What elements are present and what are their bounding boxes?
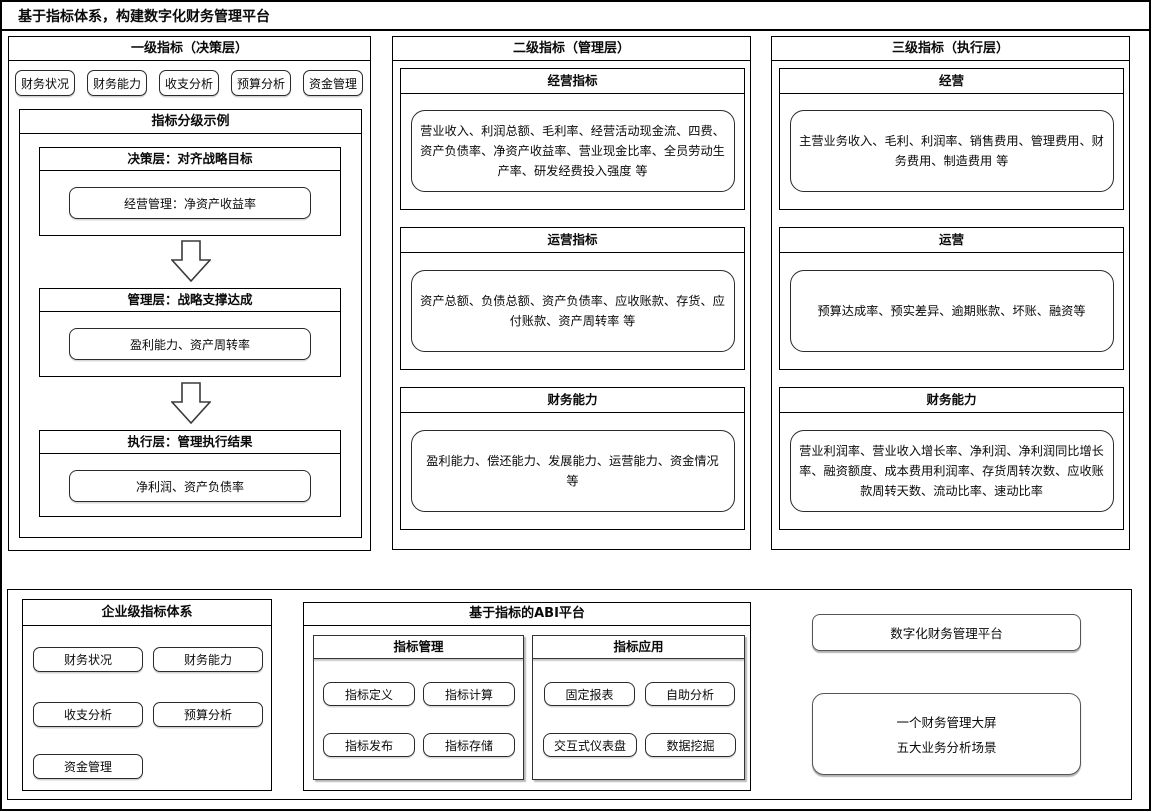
platform-summary-node: 一个财务管理大屏 五大业务分析场景 [812,693,1081,775]
bottom-band: 企业级指标体系 财务状况 财务能力 收支分析 预算分析 资金管理 基于指标的AB… [7,589,1132,800]
node-indicator-storage: 指标存储 [423,733,515,757]
page-title-text: 基于指标体系，构建数字化财务管理平台 [18,8,270,25]
indicator-list: 营业利润率、营业收入增长率、净利润、净利润同比增长率、融资额度、成本费用利润率、… [789,429,1114,512]
digital-finance-platform-label: 数字化财务管理平台 [890,626,1003,641]
level3-panel: 三级指标（执行层） 经营 主营业务收入、毛利、利润率、销售费用、管理费用、财务费… [771,36,1130,550]
digital-finance-platform-node: 数字化财务管理平台 [812,614,1081,651]
section-body: 盈利能力、偿还能力、发展能力、运营能力、资金情况 等 [401,412,744,529]
execution-layer-stage: 执行层：管理执行结果 净利润、资产负债率 [39,430,341,517]
indicator-list: 主营业务收入、毛利、利润率、销售费用、管理费用、财务费用、制造费用 等 [789,110,1114,192]
management-layer-stage-item: 盈利能力、资产周转率 [69,328,311,360]
node-fixed-report: 固定报表 [544,682,635,706]
section-body: 营业利润率、营业收入增长率、净利润、净利润同比增长率、融资额度、成本费用利润率、… [780,412,1123,529]
abi-platform-panel: 基于指标的ABI平台 指标管理 指标定义 指标计算 指标发布 指标存储 指标应用… [303,602,751,791]
chip-fund-management: 资金管理 [302,70,363,96]
down-arrow-icon [170,382,211,424]
indicator-grading-example-box: 指标分级示例 决策层：对齐战略目标 经营管理：净资产收益率 管理层：战略支撑达成… [19,109,362,538]
level1-panel-title: 一级指标（决策层） [9,37,370,61]
summary-line-1: 一个财务管理大屏 [896,715,997,730]
level3-panel-title: 三级指标（执行层） [772,37,1129,61]
section-header: 运营 [780,228,1123,253]
indicator-management-group: 指标管理 指标定义 指标计算 指标发布 指标存储 [313,635,524,780]
node-self-service-analysis: 自助分析 [645,682,735,706]
chip-budget-analysis: 预算分析 [230,70,291,96]
level2-section-operation-indicators: 运营指标 资产总额、负债总额、资产负债率、应收账款、存货、应付账款、资产周转率 … [400,227,745,370]
abi-panel-title: 基于指标的ABI平台 [304,603,750,626]
management-layer-stage-header: 管理层：战略支撑达成 [40,289,340,312]
node-interactive-dashboard: 交互式仪表盘 [543,733,637,757]
section-body: 资产总额、负债总额、资产负债率、应收账款、存货、应付账款、资产周转率 等 [401,252,744,369]
node-indicator-definition: 指标定义 [323,682,415,706]
section-header: 运营指标 [401,228,744,253]
node-budget-analysis: 预算分析 [153,702,263,727]
section-header: 财务能力 [780,388,1123,413]
example-box-title: 指标分级示例 [20,110,361,134]
indicator-list: 盈利能力、偿还能力、发展能力、运营能力、资金情况 等 [410,429,735,512]
section-header: 财务能力 [401,388,744,413]
level2-section-financial-capability: 财务能力 盈利能力、偿还能力、发展能力、运营能力、资金情况 等 [400,387,745,530]
execution-layer-stage-header: 执行层：管理执行结果 [40,431,340,454]
summary-line-2: 五大业务分析场景 [896,740,997,755]
section-header: 经营 [780,69,1123,94]
indicator-list: 营业收入、利润总额、毛利率、经营活动现金流、四费、资产负债率、净资产收益率、营业… [410,110,735,192]
node-data-mining: 数据挖掘 [645,733,736,757]
chip-income-expense-analysis: 收支分析 [158,70,219,96]
level3-section-operation: 运营 预算达成率、预实差异、逾期账款、坏账、融资等 [779,227,1124,370]
node-financial-capability: 财务能力 [153,647,263,672]
group-title: 指标应用 [533,636,744,659]
level1-chip-row: 财务状况 财务能力 收支分析 预算分析 资金管理 [15,70,363,96]
decision-layer-stage-item: 经营管理：净资产收益率 [69,187,311,219]
execution-layer-stage-item: 净利润、资产负债率 [69,470,311,502]
enterprise-panel-title: 企业级指标体系 [23,600,271,626]
node-indicator-publish: 指标发布 [323,733,415,757]
decision-layer-stage: 决策层：对齐战略目标 经营管理：净资产收益率 [39,147,341,236]
node-income-expense-analysis: 收支分析 [33,702,143,727]
enterprise-indicator-system-panel: 企业级指标体系 财务状况 财务能力 收支分析 预算分析 资金管理 [22,599,272,791]
level2-panel: 二级指标（管理层） 经营指标 营业收入、利润总额、毛利率、经营活动现金流、四费、… [392,36,751,550]
section-header: 经营指标 [401,69,744,94]
chip-financial-capability: 财务能力 [86,70,147,96]
decision-layer-stage-header: 决策层：对齐战略目标 [40,148,340,171]
indicator-application-group: 指标应用 固定报表 自助分析 交互式仪表盘 数据挖掘 [532,635,745,780]
level3-section-operating: 经营 主营业务收入、毛利、利润率、销售费用、管理费用、财务费用、制造费用 等 [779,68,1124,210]
page-title: 基于指标体系，构建数字化财务管理平台 [2,2,1149,31]
node-financial-status: 财务状况 [33,647,143,672]
node-indicator-calculation: 指标计算 [423,682,515,706]
down-arrow-icon [170,240,211,282]
section-body: 预算达成率、预实差异、逾期账款、坏账、融资等 [780,252,1123,369]
indicator-list: 预算达成率、预实差异、逾期账款、坏账、融资等 [789,269,1114,352]
section-body: 主营业务收入、毛利、利润率、销售费用、管理费用、财务费用、制造费用 等 [780,93,1123,209]
level2-section-operating-indicators: 经营指标 营业收入、利润总额、毛利率、经营活动现金流、四费、资产负债率、净资产收… [400,68,745,210]
chip-financial-status: 财务状况 [15,70,76,96]
level3-section-financial-capability: 财务能力 营业利润率、营业收入增长率、净利润、净利润同比增长率、融资额度、成本费… [779,387,1124,530]
section-body: 营业收入、利润总额、毛利率、经营活动现金流、四费、资产负债率、净资产收益率、营业… [401,93,744,209]
management-layer-stage: 管理层：战略支撑达成 盈利能力、资产周转率 [39,288,341,377]
level2-panel-title: 二级指标（管理层） [393,37,750,61]
indicator-list: 资产总额、负债总额、资产负债率、应收账款、存货、应付账款、资产周转率 等 [410,269,735,352]
node-fund-management: 资金管理 [33,754,143,779]
group-title: 指标管理 [314,636,523,659]
level1-panel: 一级指标（决策层） 财务状况 财务能力 收支分析 预算分析 资金管理 指标分级示… [8,36,371,551]
